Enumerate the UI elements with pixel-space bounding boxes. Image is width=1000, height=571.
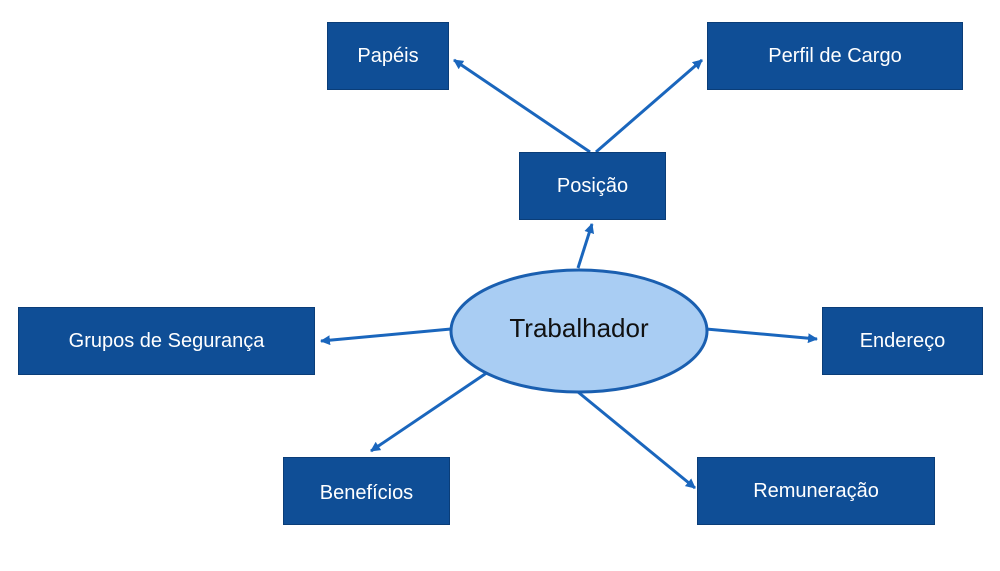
grupos-de-seguranca-box: Grupos de Segurança (18, 307, 315, 375)
arrow-to-posicao (576, 223, 595, 269)
arrow-posicao-to-perfil-de-cargo (595, 58, 703, 154)
posicao-label: Posição (556, 174, 629, 197)
arrow-posicao-to-papeis (453, 58, 591, 154)
beneficios-box: Benefícios (283, 457, 450, 525)
perfil-de-cargo-label: Perfil de Cargo (768, 44, 902, 67)
trabalhador-label: Trabalhador (509, 312, 649, 343)
endereco-label: Endereço (859, 329, 946, 352)
remuneracao-label: Remuneração (753, 479, 879, 502)
arrow-to-grupos-de-seguranca (320, 327, 452, 346)
arrow-to-beneficios (370, 370, 489, 453)
papeis-label: Papéis (357, 44, 419, 67)
trabalhador-ellipse (449, 268, 709, 394)
posicao-box: Posição (519, 152, 666, 220)
beneficios-label: Benefícios (319, 481, 414, 504)
endereco-box: Endereço (822, 307, 983, 375)
perfil-de-cargo-box: Perfil de Cargo (707, 22, 963, 90)
papeis-box: Papéis (327, 22, 449, 90)
remuneracao-box: Remuneração (697, 457, 935, 525)
arrow-to-remuneracao (577, 390, 696, 490)
arrow-to-endereco (705, 327, 818, 344)
grupos-de-seguranca-label: Grupos de Segurança (68, 329, 265, 352)
